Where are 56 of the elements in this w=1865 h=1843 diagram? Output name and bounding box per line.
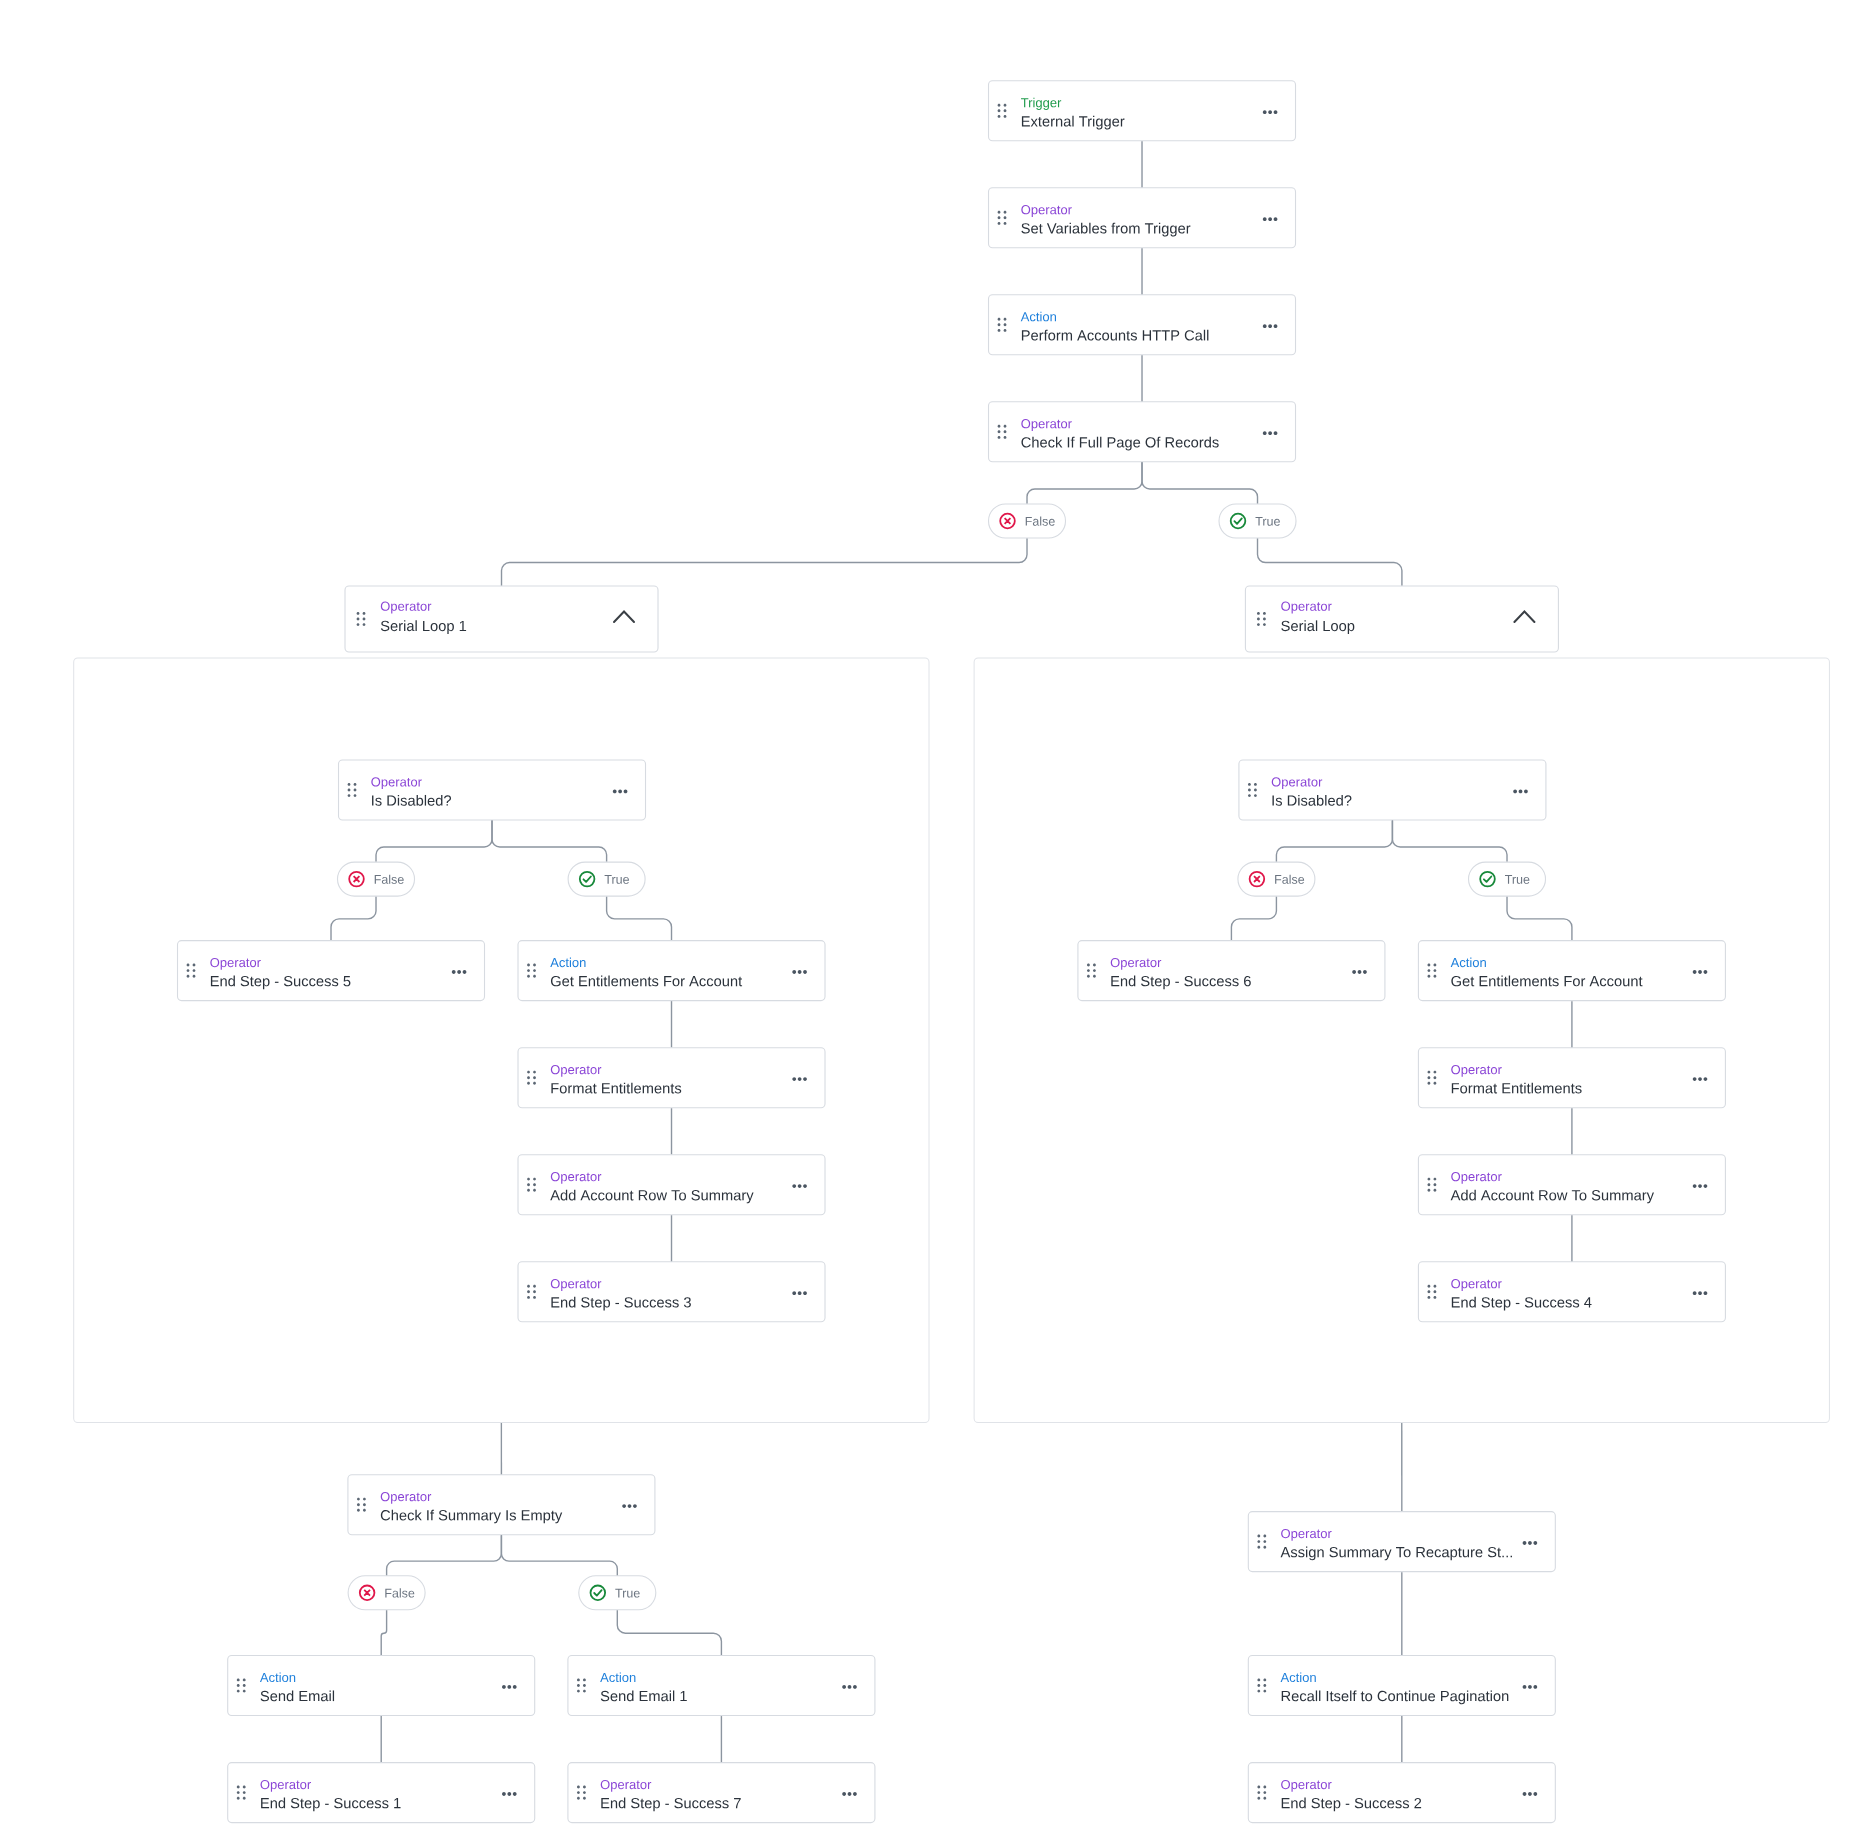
step-card: Operator End Step - Success 3 [517, 1261, 826, 1323]
connector-line [500, 537, 1028, 587]
connector-line [1571, 1214, 1573, 1262]
step-card: Action Get Entitlements For Account [1417, 940, 1726, 1002]
step-card: Operator Check If Full Page Of Records [987, 401, 1297, 463]
step-card: Action Send Email [227, 1654, 536, 1717]
connector-line [1256, 537, 1403, 587]
connector-line [670, 1214, 673, 1262]
step-card: Operator Format Entitlements [517, 1047, 826, 1109]
connector-line [1141, 354, 1143, 402]
step-card: Operator End Step - Success 6 [1077, 940, 1386, 1002]
step-card: Operator End Step - Success 1 [227, 1762, 536, 1824]
step-card: Operator Set Variables from Trigger [987, 187, 1297, 249]
step-card: Operator End Step - Success 5 [176, 940, 486, 1002]
connector-line [1571, 1000, 1573, 1048]
branch-pill: True [1218, 503, 1297, 539]
step-card: Operator End Step - Success 2 [1247, 1762, 1556, 1824]
step-card: Operator Is Disabled? [337, 759, 647, 821]
loop-header-card: Operator Serial Loop [1244, 585, 1559, 653]
step-card: Operator Add Account Row To Summary [517, 1154, 826, 1216]
connector-line [1391, 819, 1508, 863]
step-card: Trigger External Trigger [987, 80, 1297, 142]
branch-pill: False [347, 1575, 426, 1611]
connector-line [670, 1000, 673, 1048]
step-card: Operator Format Entitlements [1417, 1047, 1726, 1109]
connector-line [380, 1609, 388, 1656]
connector-line [1141, 461, 1259, 505]
connector-line [1401, 1571, 1403, 1656]
step-card: Operator Add Account Row To Summary [1417, 1154, 1726, 1216]
connector-line [720, 1715, 723, 1763]
connector-line [605, 895, 673, 941]
connector-line [1401, 1422, 1403, 1512]
connector-line [670, 1107, 673, 1155]
step-card: Action Get Entitlements For Account [517, 940, 826, 1002]
step-card: Action Perform Accounts HTTP Call [987, 294, 1297, 356]
connector-line [1401, 1715, 1403, 1763]
branch-pill: True [578, 1575, 657, 1611]
connector-line [1141, 247, 1143, 295]
step-card: Operator End Step - Success 7 [567, 1762, 876, 1824]
connector-line [1230, 895, 1278, 941]
step-card: Operator End Step - Success 4 [1417, 1261, 1726, 1323]
connector-line [1571, 1107, 1573, 1155]
step-card: Operator Check If Summary Is Empty [347, 1474, 656, 1536]
connector-line [500, 1534, 618, 1576]
connector-line [491, 819, 608, 863]
step-card: Operator Is Disabled? [1238, 759, 1547, 821]
step-card: Operator Assign Summary To Recapture St... [1247, 1511, 1556, 1573]
step-card: Action Recall Itself to Continue Pagination [1247, 1654, 1556, 1717]
connector-line [330, 895, 377, 941]
connector-line [500, 1422, 503, 1475]
branch-pill: False [987, 503, 1067, 539]
connector-line [1506, 895, 1573, 941]
connector-line [1141, 140, 1143, 188]
step-card: Action Send Email 1 [567, 1654, 876, 1717]
loop-header-card: Operator Serial Loop 1 [344, 585, 659, 653]
connector-line [380, 1715, 382, 1763]
